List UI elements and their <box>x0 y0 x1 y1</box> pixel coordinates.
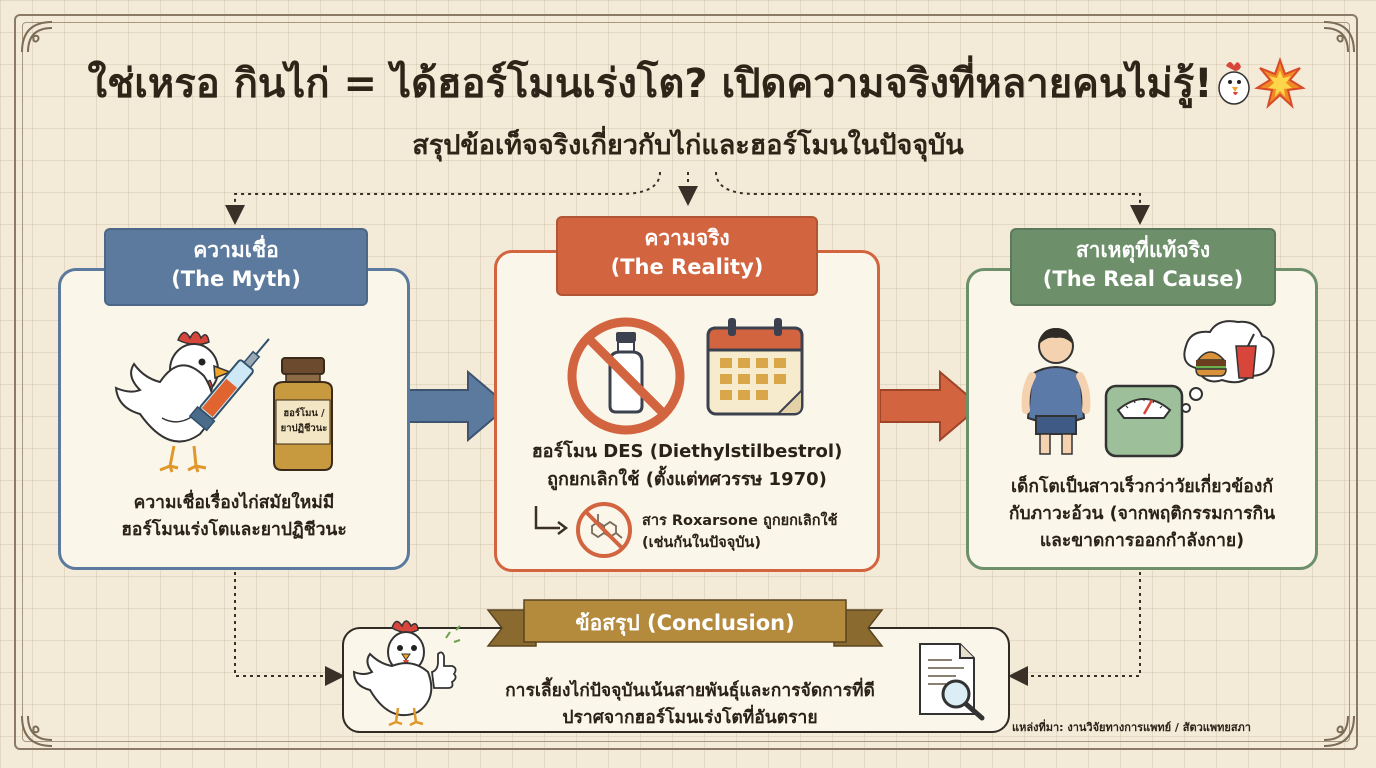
conclusion-text-line2: ปราศจากฮอร์โมนเร่งโตที่อันตราย <box>562 708 818 728</box>
page-subtitle: สรุปข้อเท็จจริงเกี่ยวกับไก่และฮอร์โมนในป… <box>412 130 964 161</box>
bottle-label-line2: ยาปฏิชีวนะ <box>280 423 328 434</box>
bottle-label-line1: ฮอร์โมน / <box>283 408 325 419</box>
conclusion-title: ข้อสรุป (Conclusion) <box>575 611 795 635</box>
chicken-icon <box>1218 62 1250 105</box>
conclusion-text: การเลี้ยงไก่ปัจจุบันเน้นสายพันธุ์และการจ… <box>468 678 912 732</box>
cause-text-line1: เด็กโตเป็นสาวเร็วกว่าวัยเกี่ยวข้องกั <box>1011 477 1273 497</box>
myth-card <box>58 268 410 570</box>
research-document-icon <box>919 643 985 721</box>
reality-note: สาร Roxarsone ถูกยกเลิกใช้ (เช่นกันในปัจ… <box>642 510 874 554</box>
myth-text-line1: ความเชื่อเรื่องไก่สมัยใหม่มี <box>133 493 335 513</box>
calendar-icon <box>706 318 804 416</box>
corner-ornament-top-left <box>21 21 53 53</box>
conclusion-ribbon <box>486 599 884 647</box>
myth-text: ความเชื่อเรื่องไก่สมัยใหม่มี ฮอร์โมนเร่ง… <box>62 490 406 544</box>
reality-note-line1: สาร Roxarsone ถูกยกเลิกใช้ <box>642 513 838 529</box>
myth-title-th: ความเชื่อ <box>193 238 279 262</box>
chicken-with-syringe-illustration <box>114 331 270 473</box>
myth-title-tab: ความเชื่อ (The Myth) <box>104 228 368 306</box>
cause-title-en: (The Real Cause) <box>1042 267 1244 291</box>
arrow-myth-to-reality <box>407 369 510 443</box>
reality-text-line1: ฮอร์โมน DES (Diethylstilbestrol) <box>531 441 843 462</box>
cause-text-line2: กับภาวะอ้วน (จากพฤติกรรมการกิน <box>1008 504 1276 524</box>
page-frame <box>14 14 1358 750</box>
cause-title-tab: สาเหตุที่แท้จริง (The Real Cause) <box>1010 228 1276 306</box>
hormone-bottle-icon <box>273 357 333 471</box>
arrow-reality-to-cause <box>879 369 982 443</box>
myth-title-en: (The Myth) <box>171 267 301 291</box>
reality-title-en: (The Reality) <box>610 255 764 279</box>
banned-bottle-icon <box>567 317 685 435</box>
junk-food-thought-bubble <box>1181 320 1275 413</box>
corner-ornament-bottom-left <box>21 715 53 747</box>
reality-text-line2: ถูกยกเลิกใช้ (ตั้งแต่ทศวรรษ 1970) <box>547 469 827 490</box>
reality-title-tab: ความจริง (The Reality) <box>556 216 818 296</box>
explosion-icon <box>1254 57 1306 109</box>
overweight-child-icon <box>1021 328 1091 455</box>
page-title: ใช่เหรอ กินไก่ = ได้ฮอร์โมนเร่งโต? เปิดค… <box>87 61 1213 107</box>
corner-ornament-bottom-right <box>1323 715 1355 747</box>
corner-ornament-top-right <box>1323 21 1355 53</box>
reality-note-line2: (เช่นกันในปัจจุบัน) <box>642 535 761 551</box>
cause-title-th: สาเหตุที่แท้จริง <box>1075 238 1211 262</box>
page-frame-inner <box>22 22 1350 742</box>
cause-text: เด็กโตเป็นสาวเร็วกว่าวัยเกี่ยวข้องกั กับ… <box>972 474 1312 555</box>
banned-chemical-icon <box>576 502 632 558</box>
source-citation: แหล่งที่มา: งานวิจัยทางการแพทย์ / สัตวแพ… <box>1012 721 1251 734</box>
reality-text: ฮอร์โมน DES (Diethylstilbestrol) ถูกยกเล… <box>498 438 876 494</box>
weighing-scale-icon <box>1104 384 1184 458</box>
cause-text-line3: และขาดการออกกำลังกาย) <box>1039 531 1245 551</box>
note-arrow-icon <box>534 506 569 535</box>
conclusion-text-line1: การเลี้ยงไก่ปัจจุบันเน้นสายพันธุ์และการจ… <box>505 681 875 701</box>
reality-title-th: ความจริง <box>644 226 730 250</box>
myth-text-line2: ฮอร์โมนเร่งโตและยาปฏิชีวนะ <box>121 520 347 540</box>
reality-card <box>494 250 880 572</box>
thumbs-up-chicken-icon <box>352 620 461 727</box>
